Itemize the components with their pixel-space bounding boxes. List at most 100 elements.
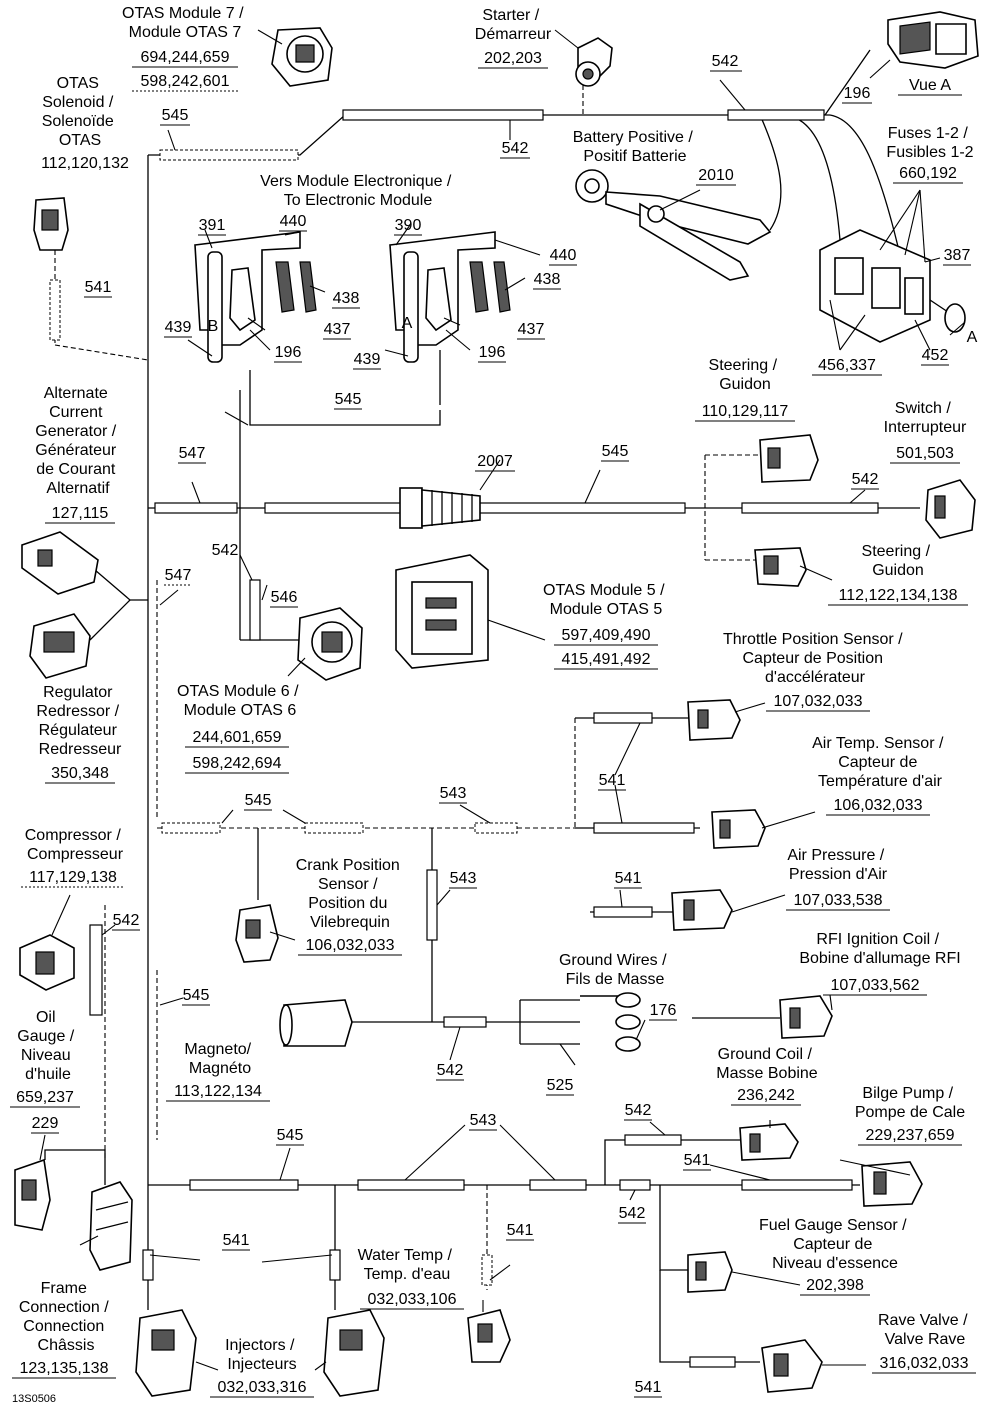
- ref-543-a: 543: [440, 785, 467, 802]
- ref-otas-module-7-a: 694,244,659: [141, 49, 230, 66]
- ref-541-a: 541: [85, 279, 112, 296]
- label-starter: Starter / Démarreur: [475, 7, 552, 43]
- ref-otas-module-5-a: 597,409,490: [562, 627, 651, 644]
- crank-position-sensor-icon: [235, 904, 279, 963]
- ref-bilge-pump: 229,237,659: [866, 1127, 955, 1144]
- ref-196-a: 196: [275, 344, 302, 361]
- ref-ground-coil: 236,242: [737, 1087, 795, 1104]
- figure-code: 13S0506: [12, 1393, 56, 1405]
- connectors: [14, 11, 979, 1397]
- magneto-connector-icon: [279, 999, 353, 1047]
- ref-545-f: 545: [277, 1127, 304, 1144]
- ref-crank-position-sensor: 106,032,033: [306, 937, 395, 954]
- rave-valve-connector-icon: [761, 1339, 823, 1393]
- ref-546: 546: [271, 589, 298, 606]
- ref-throttle-position-sensor: 107,032,033: [774, 693, 863, 710]
- label-throttle-position-sensor: Throttle Position Sensor / Capteur de Po…: [723, 631, 907, 686]
- fuel-gauge-sensor-icon: [687, 1251, 733, 1293]
- grommet-2007-icon: [399, 487, 481, 529]
- ground-wire-ring-terminals-icon: [580, 992, 641, 1052]
- ref-air-pressure: 107,033,538: [794, 892, 883, 909]
- ref-440-a: 440: [280, 213, 307, 230]
- label-regulator: Regulator Redressor / Régulateur Redress…: [36, 684, 123, 758]
- frame-connection-connector-icon: [89, 1181, 133, 1271]
- ref-229: 229: [32, 1115, 59, 1132]
- ref-545-d: 545: [245, 792, 272, 809]
- alternate-current-generator-connector-icon: [21, 531, 99, 595]
- ref-437-a: 437: [324, 321, 351, 338]
- label-otas-module-5: OTAS Module 5 / Module OTAS 5: [543, 582, 669, 618]
- ref-compressor: 117,129,138: [29, 869, 117, 886]
- letter-b: B: [208, 318, 219, 335]
- label-injectors: Injectors / Injecteurs: [225, 1337, 299, 1373]
- ref-otas-module-6-a: 244,601,659: [193, 729, 282, 746]
- ref-switch: 501,503: [896, 445, 954, 462]
- electronic-module-connector-b-icon: [194, 231, 317, 363]
- ref-196-top: 196: [844, 85, 871, 102]
- label-air-temp-sensor: Air Temp. Sensor / Capteur de Températur…: [812, 735, 948, 790]
- throttle-position-sensor-icon: [687, 699, 741, 741]
- labels: OTAS Module 7 / Module OTAS 7 694,244,65…: [10, 5, 978, 1405]
- ref-391: 391: [199, 217, 226, 234]
- label-rfi-ignition-coil: RFI Ignition Coil / Bobine d'allumage RF…: [799, 931, 960, 967]
- ref-542-b: 542: [502, 140, 529, 157]
- label-alternate-current-generator: Alternate Current Generator / Générateur…: [35, 385, 120, 497]
- label-fuel-gauge-sensor: Fuel Gauge Sensor / Capteur de Niveau d'…: [759, 1217, 911, 1272]
- ref-440-b: 440: [550, 247, 577, 264]
- bilge-pump-connector-icon: [861, 1161, 923, 1207]
- ref-542-top: 542: [712, 53, 739, 70]
- ref-456-337: 456,337: [818, 357, 876, 374]
- label-otas-module-6: OTAS Module 6 / Module OTAS 6: [177, 683, 303, 719]
- otas-solenoid-connector-icon: [33, 197, 69, 251]
- label-magneto: Magneto/ Magnéto: [184, 1041, 255, 1077]
- label-fuses: Fuses 1-2 / Fusibles 1-2: [886, 125, 973, 161]
- label-crank-position-sensor: Crank Position Sensor / Position du Vile…: [296, 857, 405, 931]
- view-a-connector-icon: [887, 11, 979, 69]
- label-steering-1: Steering / Guidon: [709, 357, 782, 393]
- label-ground-wires: Ground Wires / Fils de Masse: [559, 952, 671, 988]
- label-otas-solenoid: OTAS Solenoid / Solenoïde OTAS: [42, 75, 119, 149]
- ref-otas-solenoid: 112,120,132: [41, 155, 129, 172]
- ref-525: 525: [547, 1077, 574, 1094]
- ref-otas-module-6-b: 598,242,694: [193, 755, 282, 772]
- ground-coil-connector-icon: [739, 1123, 799, 1161]
- ref-437-b: 437: [518, 321, 545, 338]
- letter-a-view: A: [967, 329, 978, 346]
- ref-542-h: 542: [619, 1205, 646, 1222]
- label-frame-connection: Frame Connection / Connection Châssis: [19, 1280, 113, 1354]
- oil-gauge-connector-icon: [14, 1158, 51, 1231]
- label-vers-module-electronique: Vers Module Electronique / To Electronic…: [260, 173, 456, 209]
- ref-542-g: 542: [625, 1102, 652, 1119]
- ref-176: 176: [650, 1002, 677, 1019]
- ref-fuel-gauge-sensor: 202,398: [806, 1277, 864, 1294]
- ref-452: 452: [922, 347, 949, 364]
- label-switch: Switch / Interrupteur: [884, 400, 967, 436]
- ref-547-a: 547: [179, 445, 206, 462]
- label-rave-valve: Rave Valve / Valve Rave: [878, 1312, 972, 1348]
- compressor-connector-icon: [19, 934, 75, 991]
- letter-a: A: [402, 315, 413, 332]
- rfi-ignition-coil-connector-icon: [779, 995, 833, 1039]
- label-battery-positive: Battery Positive / Positif Batterie: [573, 129, 698, 165]
- air-pressure-sensor-icon: [671, 889, 733, 931]
- ref-injectors: 032,033,316: [218, 1379, 307, 1396]
- electronic-module-connector-a-icon: [389, 231, 511, 363]
- ref-542-f: 542: [437, 1062, 464, 1079]
- ref-oil-gauge: 659,237: [16, 1089, 74, 1106]
- ref-545-b: 545: [335, 391, 362, 408]
- ref-2010: 2010: [698, 167, 734, 184]
- otas-module-6-connector-icon: [297, 607, 363, 681]
- label-ground-coil: Ground Coil / Masse Bobine: [716, 1046, 817, 1082]
- ref-air-temp-sensor: 106,032,033: [834, 797, 923, 814]
- leader-lines: [39, 29, 966, 1371]
- ref-439-a: 439: [165, 319, 192, 336]
- label-steering-2: Steering / Guidon: [862, 543, 935, 579]
- ref-542-c: 542: [852, 471, 879, 488]
- ref-547-b: 547: [165, 567, 192, 584]
- injector-1-connector-icon: [135, 1309, 197, 1397]
- ref-439-b: 439: [354, 351, 381, 368]
- regulator-connector-icon: [29, 613, 91, 679]
- ref-fuses: 660,192: [899, 165, 957, 182]
- steering-connector-2-icon: [754, 547, 807, 587]
